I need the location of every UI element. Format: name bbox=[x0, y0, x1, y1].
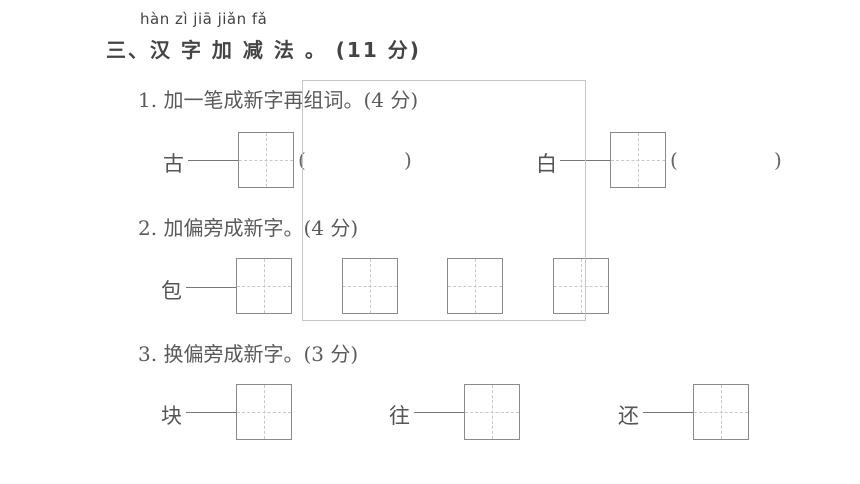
q2-answer-box-3[interactable] bbox=[447, 258, 503, 314]
q2-answer-box-1[interactable] bbox=[236, 258, 292, 314]
q2-answer-box-4[interactable] bbox=[553, 258, 609, 314]
q1-char-1: 古 bbox=[163, 152, 184, 176]
pinyin-line: hàn zì jiā jiǎn fǎ bbox=[140, 10, 268, 28]
q3-dash-3 bbox=[643, 412, 693, 413]
question-3-title: 3. 换偏旁成新字。(3 分) bbox=[138, 342, 359, 366]
q1-answer-box-1[interactable] bbox=[238, 132, 294, 188]
overlay-frame bbox=[302, 80, 586, 321]
question-1-title: 1. 加一笔成新字再组词。(4 分) bbox=[138, 88, 419, 112]
q2-char-1: 包 bbox=[161, 279, 182, 303]
q2-answer-box-2[interactable] bbox=[342, 258, 398, 314]
q3-char-2: 往 bbox=[389, 404, 410, 428]
q1-word-blank-2[interactable] bbox=[684, 146, 772, 174]
q3-answer-box-2[interactable] bbox=[464, 384, 520, 440]
q3-answer-box-1[interactable] bbox=[236, 384, 292, 440]
q1-answer-box-2[interactable] bbox=[610, 132, 666, 188]
q1-dash-1 bbox=[188, 160, 238, 161]
q3-char-1: 块 bbox=[161, 404, 182, 428]
q3-answer-box-3[interactable] bbox=[693, 384, 749, 440]
q3-dash-2 bbox=[414, 412, 464, 413]
q1-char-2: 白 bbox=[536, 152, 557, 176]
q2-dash-1 bbox=[186, 287, 236, 288]
q1-paren-open-2: ( bbox=[670, 148, 678, 172]
q1-paren-close-1: ) bbox=[404, 148, 412, 172]
q1-paren-open-1: ( bbox=[298, 148, 306, 172]
question-2-title: 2. 加偏旁成新字。(4 分) bbox=[138, 216, 359, 240]
q3-dash-1 bbox=[186, 412, 236, 413]
q3-char-3: 还 bbox=[618, 404, 639, 428]
q1-paren-close-2: ) bbox=[774, 148, 782, 172]
section-title: 三、汉 字 加 减 法 。 (11 分) bbox=[106, 38, 421, 62]
